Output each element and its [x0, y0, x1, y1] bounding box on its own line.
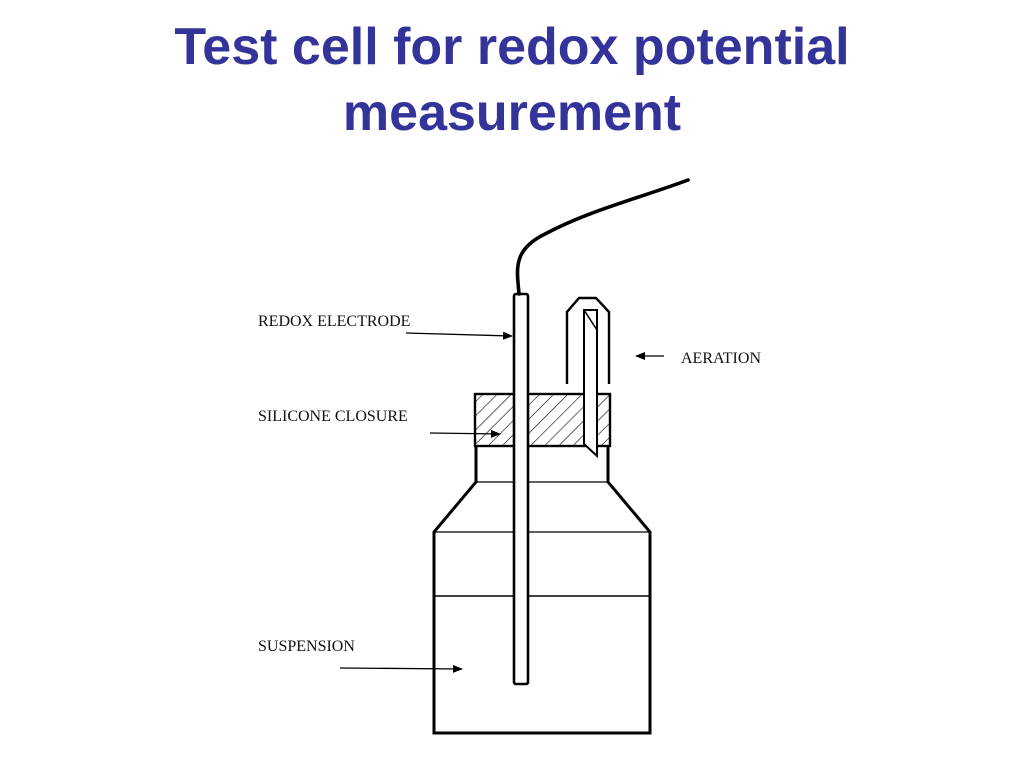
redox-electrode: [512, 178, 690, 686]
electrode-cable: [515, 178, 690, 296]
arrow-suspension: [339, 664, 463, 673]
title-line-1: Test cell for redox potential: [174, 18, 850, 76]
slide-title: Test cell for redox potential measuremen…: [0, 14, 1024, 146]
label-aeration: AERATION: [681, 350, 761, 367]
aeration-tube: [565, 296, 611, 459]
title-line-2: measurement: [342, 84, 682, 142]
label-redox-electrode: REDOX ELECTRODE: [258, 313, 410, 330]
arrow-redox-electrode: [405, 331, 513, 340]
label-silicone-closure: SILICONE CLOSURE: [258, 408, 408, 425]
bottle-outline: [432, 446, 652, 735]
bottle: [432, 446, 652, 735]
arrow-silicone-closure: [429, 429, 501, 438]
label-suspension: SUSPENSION: [258, 638, 355, 655]
